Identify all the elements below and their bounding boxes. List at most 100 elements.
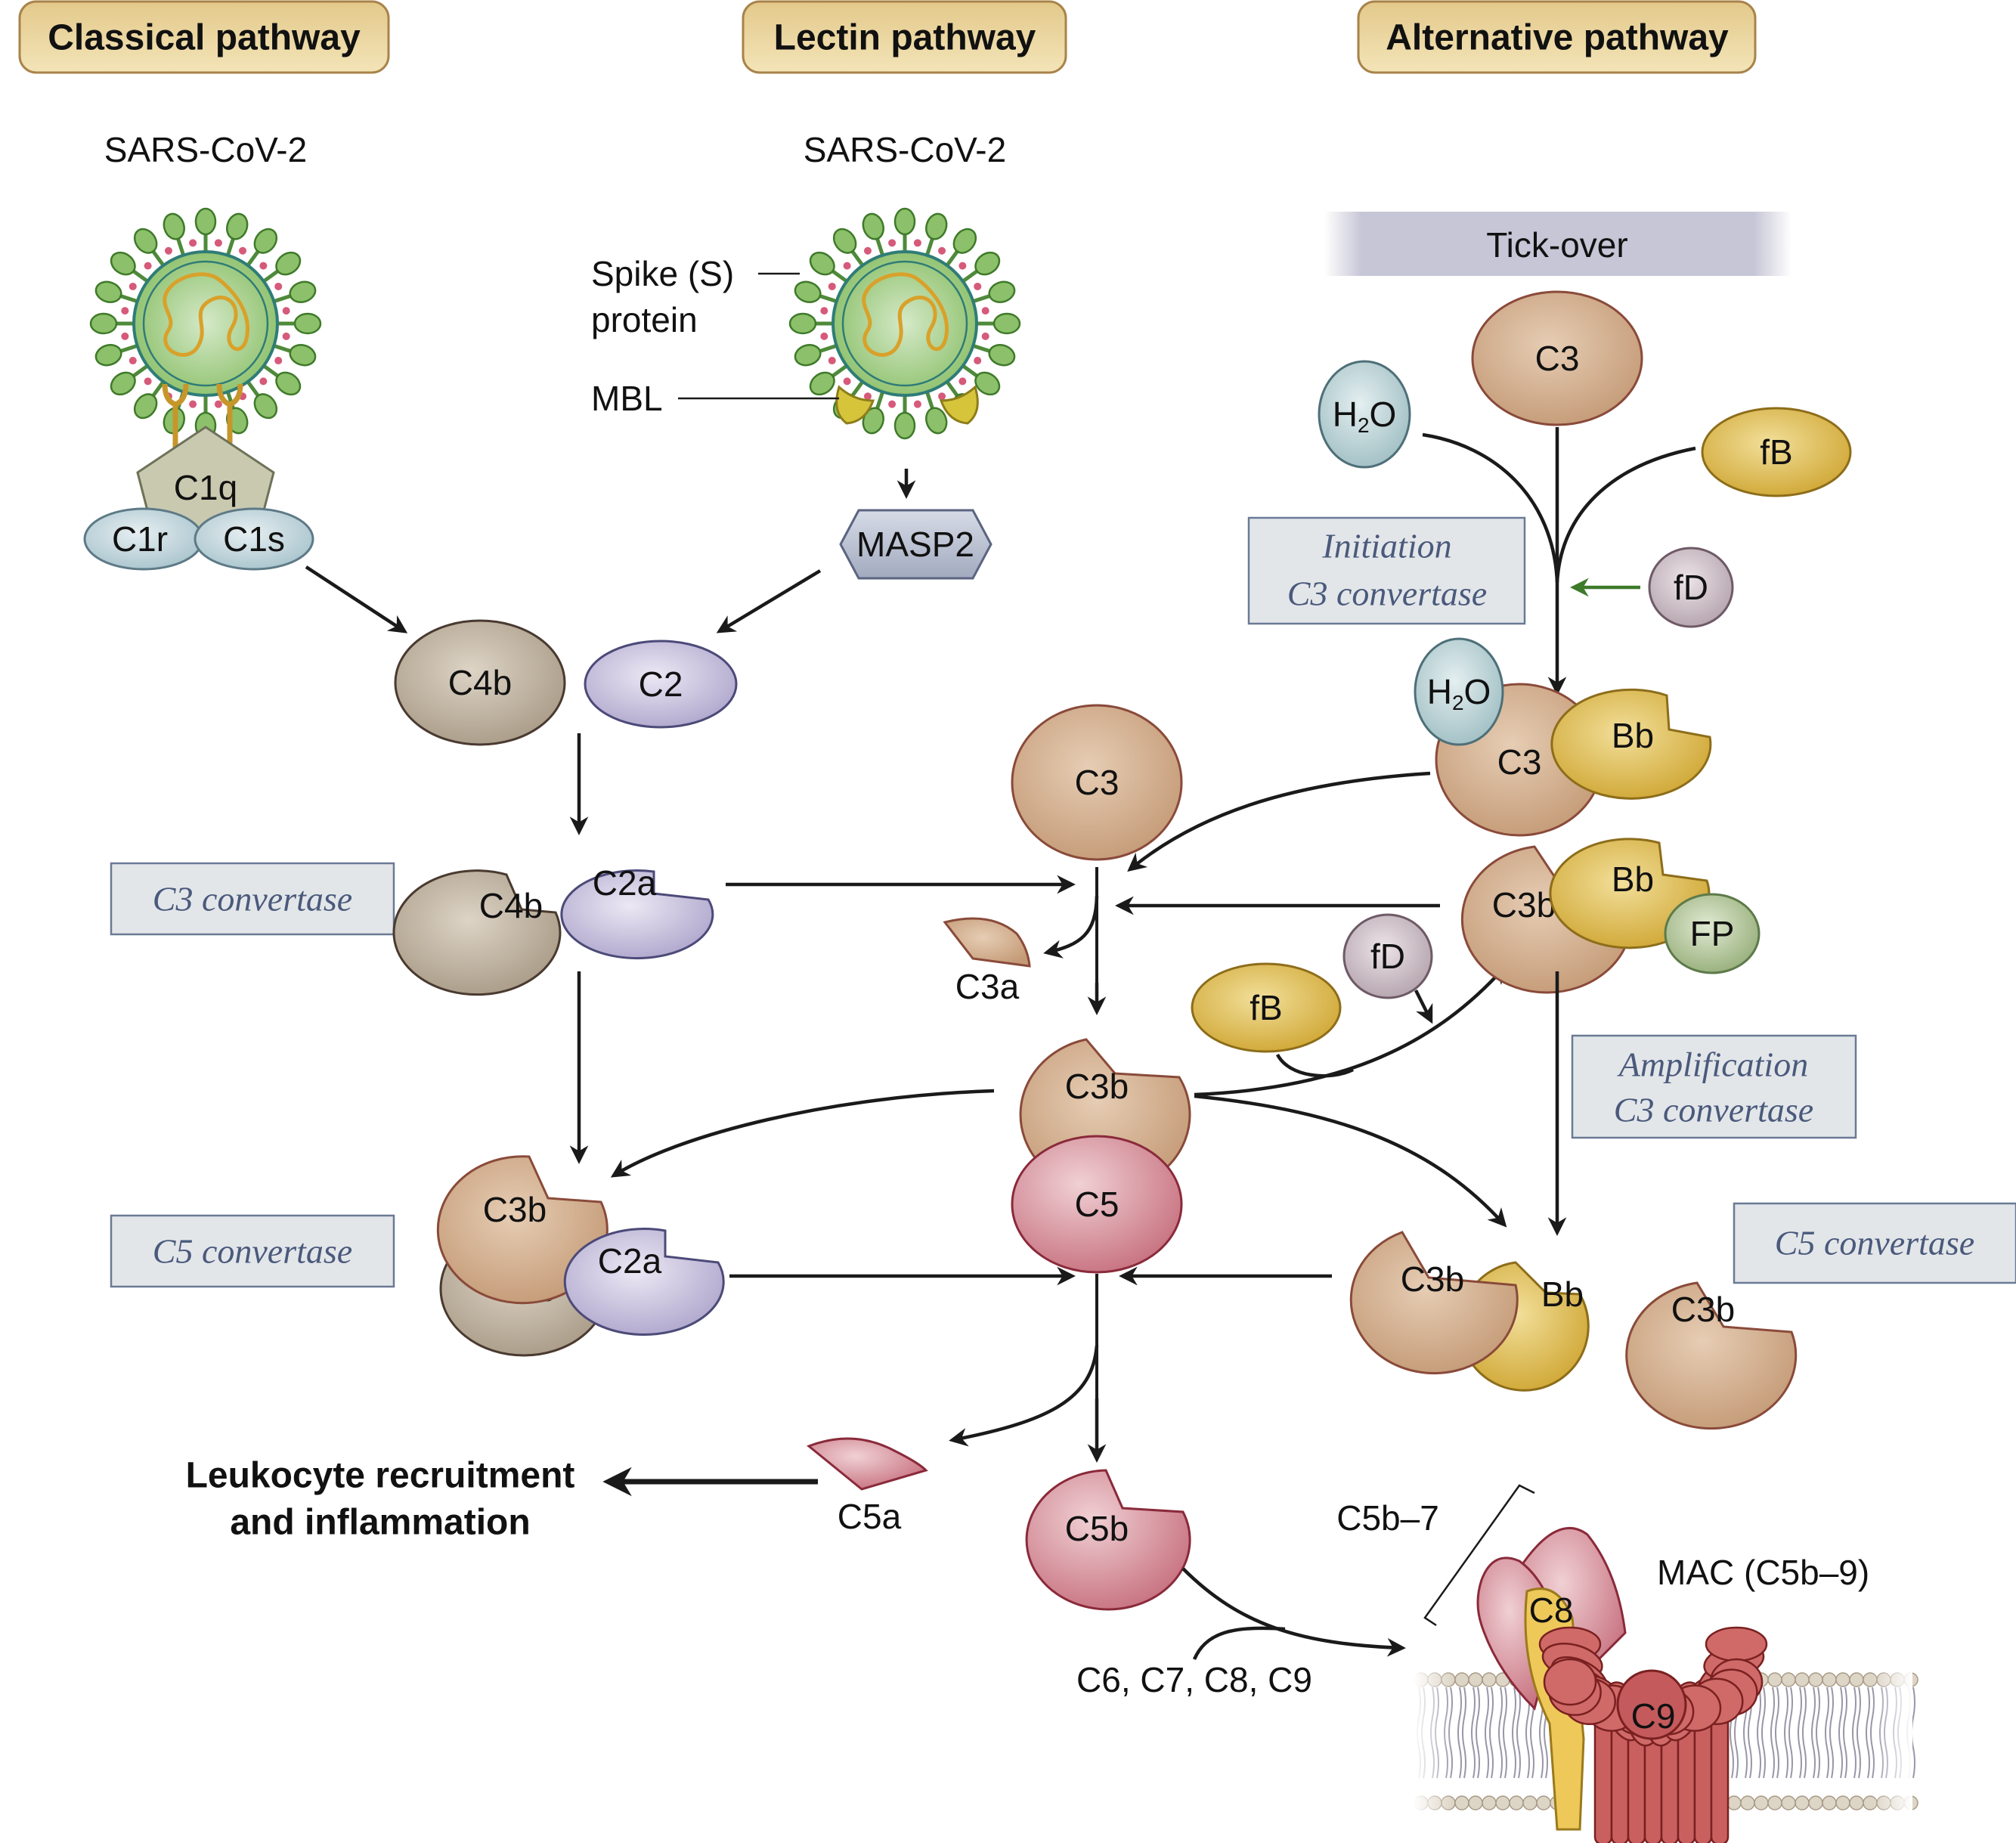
mbl-icon: [835, 385, 979, 425]
c1r-node: C1r: [83, 507, 204, 571]
arrow-to-c3a: [1043, 895, 1099, 959]
line-fb-join: [1555, 446, 1696, 583]
svg-text:Classical pathway: Classical pathway: [48, 18, 361, 58]
line-fb2-join: [1275, 1053, 1355, 1078]
note-amplification: Amplification C3 convertase: [1571, 1034, 1857, 1139]
svg-text:C3 convertase: C3 convertase: [1614, 1091, 1813, 1129]
amplification-c3bbbp-complex: C3b Bb FP: [1460, 838, 1761, 994]
note-initiation: Initiation C3 convertase: [1247, 516, 1526, 625]
svg-text:C3b: C3b: [1065, 1067, 1129, 1106]
svg-text:Leukocyte recruitment: Leukocyte recruitment: [186, 1456, 575, 1496]
outcome-inflammation: Leukocyte recruitment and inflammation: [186, 1456, 575, 1543]
svg-text:C3b: C3b: [1401, 1259, 1464, 1299]
svg-text:C3a: C3a: [955, 967, 1020, 1006]
svg-text:Alternative pathway: Alternative pathway: [1386, 18, 1729, 58]
svg-text:C4b: C4b: [448, 663, 512, 702]
fd-node: fD: [1648, 547, 1734, 628]
virus-classical: SARS-CoV-2: [89, 130, 322, 454]
svg-text:fD: fD: [1370, 937, 1405, 976]
svg-text:C1q: C1q: [174, 468, 237, 507]
arrow-c6-c9-join: [1192, 1626, 1286, 1660]
svg-text:C5b–7: C5b–7: [1336, 1498, 1439, 1538]
line-h2o-join: [1422, 432, 1559, 583]
arrow-c3b-to-amplification: [1194, 965, 1507, 1097]
h2o-node: H2O: [1318, 360, 1411, 469]
c4b2a3b-complex: C4b C3b C2a: [436, 1155, 725, 1357]
svg-text:C3 convertase: C3 convertase: [153, 880, 352, 918]
fb-node: fB: [1701, 407, 1852, 497]
svg-text:fB: fB: [1760, 432, 1792, 472]
svg-text:FP: FP: [1690, 914, 1735, 953]
svg-text:C2a: C2a: [598, 1241, 662, 1281]
svg-text:fD: fD: [1674, 568, 1708, 607]
c4b2a-complex: C4b C2a: [392, 863, 714, 996]
svg-text:C3 convertase: C3 convertase: [1287, 575, 1487, 613]
svg-text:fB: fB: [1250, 988, 1282, 1027]
svg-text:C3b: C3b: [1671, 1290, 1735, 1329]
svg-text:MASP2: MASP2: [856, 525, 974, 564]
header-lectin: Lectin pathway: [742, 0, 1067, 74]
fd-node-2: fD: [1342, 913, 1433, 999]
svg-text:C5a: C5a: [838, 1497, 902, 1536]
virus-lectin: SARS-CoV-2 Spike (S) protein MBL: [591, 130, 1021, 440]
svg-text:H2O: H2O: [1427, 672, 1491, 714]
c5b7-bracket: [1423, 1484, 1535, 1627]
svg-text:MAC (C5b–9): MAC (C5b–9): [1657, 1553, 1869, 1592]
note-c5-convertase-right: C5 convertase: [1733, 1202, 2016, 1284]
svg-text:Tick-over: Tick-over: [1486, 225, 1627, 265]
svg-text:Lectin pathway: Lectin pathway: [774, 18, 1036, 58]
c4b-node: C4b: [394, 619, 566, 746]
arrow-initiation-to-c3: [1127, 771, 1431, 872]
svg-text:SARS-CoV-2: SARS-CoV-2: [804, 130, 1006, 169]
note-c3-convertase: C3 convertase: [110, 862, 395, 936]
svg-text:C3b: C3b: [483, 1190, 547, 1229]
svg-text:MBL: MBL: [591, 379, 663, 418]
spike-protein-icon: [89, 207, 322, 440]
arrow-fd2: [1414, 989, 1433, 1024]
svg-text:C5 convertase: C5 convertase: [153, 1232, 352, 1271]
svg-text:C3: C3: [1497, 742, 1542, 782]
arrow-to-c5a: [949, 1345, 1099, 1447]
svg-text:Initiation: Initiation: [1321, 527, 1451, 565]
svg-text:SARS-CoV-2: SARS-CoV-2: [104, 130, 307, 169]
svg-text:C3b: C3b: [1492, 885, 1556, 925]
c3-node-central: C3: [1011, 704, 1183, 861]
svg-text:C5b: C5b: [1065, 1509, 1129, 1548]
arrow-c3b-to-classical-c5-convertase: [610, 1089, 995, 1178]
header-classical: Classical pathway: [18, 0, 390, 74]
alt-c5-convertase-complex: C3b Bb C3b: [1349, 1231, 1798, 1430]
svg-text:C1s: C1s: [223, 519, 285, 559]
svg-text:C9: C9: [1631, 1696, 1676, 1736]
header-alternative: Alternative pathway: [1357, 0, 1757, 74]
mac-complex: C8 C9 C5b–7 MAC (C5b–9): [1336, 1484, 1869, 1843]
svg-text:Bb: Bb: [1612, 716, 1654, 755]
c2-node: C2: [584, 640, 738, 729]
tickover-banner: Tick-over: [1324, 212, 1791, 276]
svg-text:C3: C3: [1535, 339, 1580, 378]
svg-text:and inflammation: and inflammation: [230, 1503, 530, 1543]
svg-text:Amplification: Amplification: [1617, 1045, 1808, 1084]
c6-c9-label: C6, C7, C8, C9: [1076, 1660, 1312, 1699]
c1s-node: C1s: [194, 507, 314, 571]
initiation-c3bb-complex: C3 H2O Bb: [1414, 637, 1712, 837]
svg-text:C8: C8: [1529, 1591, 1574, 1630]
svg-text:C5: C5: [1075, 1185, 1119, 1224]
svg-text:C5 convertase: C5 convertase: [1775, 1224, 1974, 1262]
svg-text:H2O: H2O: [1333, 395, 1397, 437]
fb-node-2: fB: [1191, 962, 1342, 1053]
arrow-c1-to-c4b: [305, 565, 408, 633]
c5b-node: C5b: [1025, 1469, 1191, 1611]
svg-text:C2: C2: [639, 664, 683, 704]
svg-text:Spike (S): Spike (S): [591, 254, 734, 293]
c5a-node: C5a: [807, 1437, 928, 1536]
svg-text:Bb: Bb: [1612, 860, 1654, 899]
arrow-c3b-to-alt-c5-convertase: [1194, 1094, 1507, 1228]
arrow-masp2-to-c2: [716, 569, 822, 633]
masp2-node: MASP2: [839, 509, 993, 580]
svg-text:C3: C3: [1075, 763, 1119, 802]
c3a-node: C3a: [943, 917, 1031, 1006]
svg-text:C2a: C2a: [593, 863, 657, 903]
svg-text:Bb: Bb: [1541, 1275, 1584, 1314]
c3-node-tickover: C3: [1471, 290, 1643, 426]
